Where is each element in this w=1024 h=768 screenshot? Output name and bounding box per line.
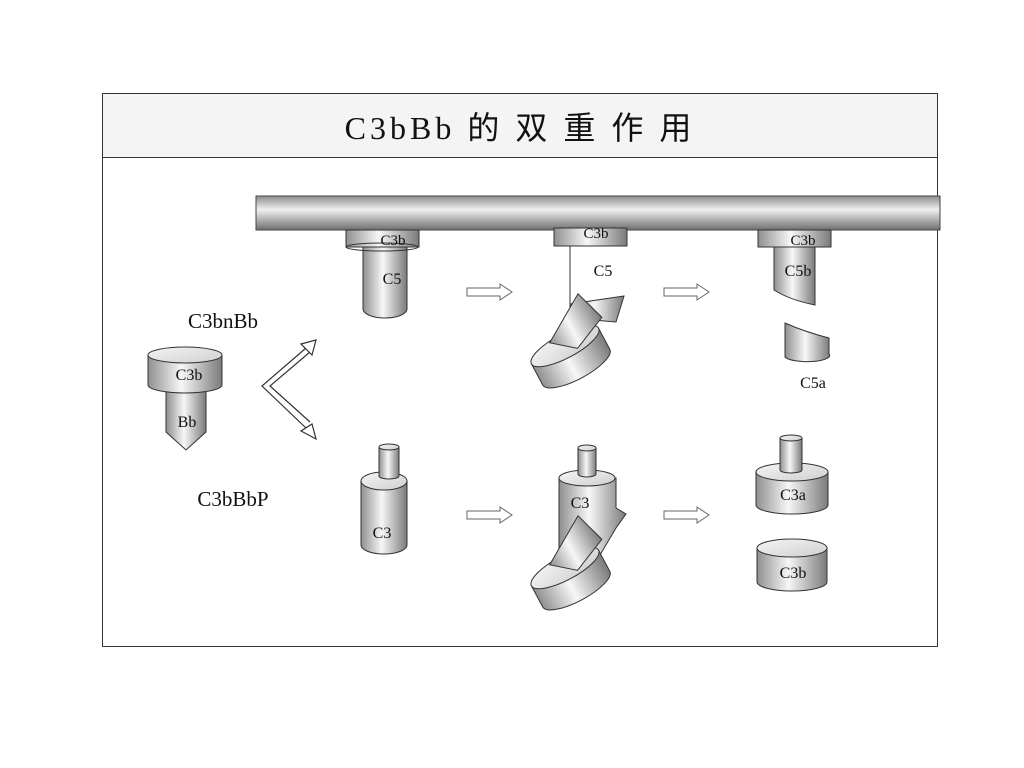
enzyme-head-label: C3b	[176, 367, 203, 384]
complex-lower-label: C3bBbP	[197, 487, 268, 511]
top-step3-c5b	[757, 229, 832, 306]
bottom-step2-body-label: C3	[571, 495, 590, 512]
c3b-product	[756, 538, 828, 592]
c5a-fragment	[784, 322, 831, 363]
enzyme-c3bbb	[147, 346, 223, 451]
bottom-step3-lower-label: C3b	[780, 565, 807, 582]
arrow-bottom-1	[466, 506, 513, 524]
arrow-bottom-2	[663, 506, 710, 524]
arrow-top-1	[466, 283, 513, 301]
bottom-step1-c3	[360, 443, 408, 555]
bottom-step2-c3-binding	[530, 444, 627, 611]
top-step3-fragment-label: C5a	[800, 375, 826, 392]
membrane-bar	[255, 195, 941, 231]
complex-upper-label: C3bnBb	[188, 309, 258, 333]
diagram-frame: C3bBb 的 双 重 作 用	[102, 93, 938, 647]
title-bar: C3bBb 的 双 重 作 用	[103, 94, 937, 158]
bottom-step1-body-label: C3	[373, 525, 392, 542]
top-step3-cap-label: C3b	[790, 233, 815, 249]
top-step2-c5-binding	[530, 227, 628, 389]
arrow-top-2	[663, 283, 710, 301]
top-step2-cap-label: C3b	[583, 226, 608, 242]
top-step3-body-label: C5b	[785, 263, 812, 280]
top-step2-body-label: C5	[594, 263, 613, 280]
bottom-step3-upper-label: C3a	[780, 487, 806, 504]
top-step1-cap-label: C3b	[380, 233, 405, 249]
top-step1-c3b-c5	[345, 229, 420, 319]
top-step1-body-label: C5	[383, 271, 402, 288]
fork-arrow	[261, 339, 317, 441]
c3a-product	[755, 434, 829, 515]
enzyme-tip-label: Bb	[178, 414, 197, 431]
page-title: C3bBb 的 双 重 作 用	[344, 109, 696, 146]
